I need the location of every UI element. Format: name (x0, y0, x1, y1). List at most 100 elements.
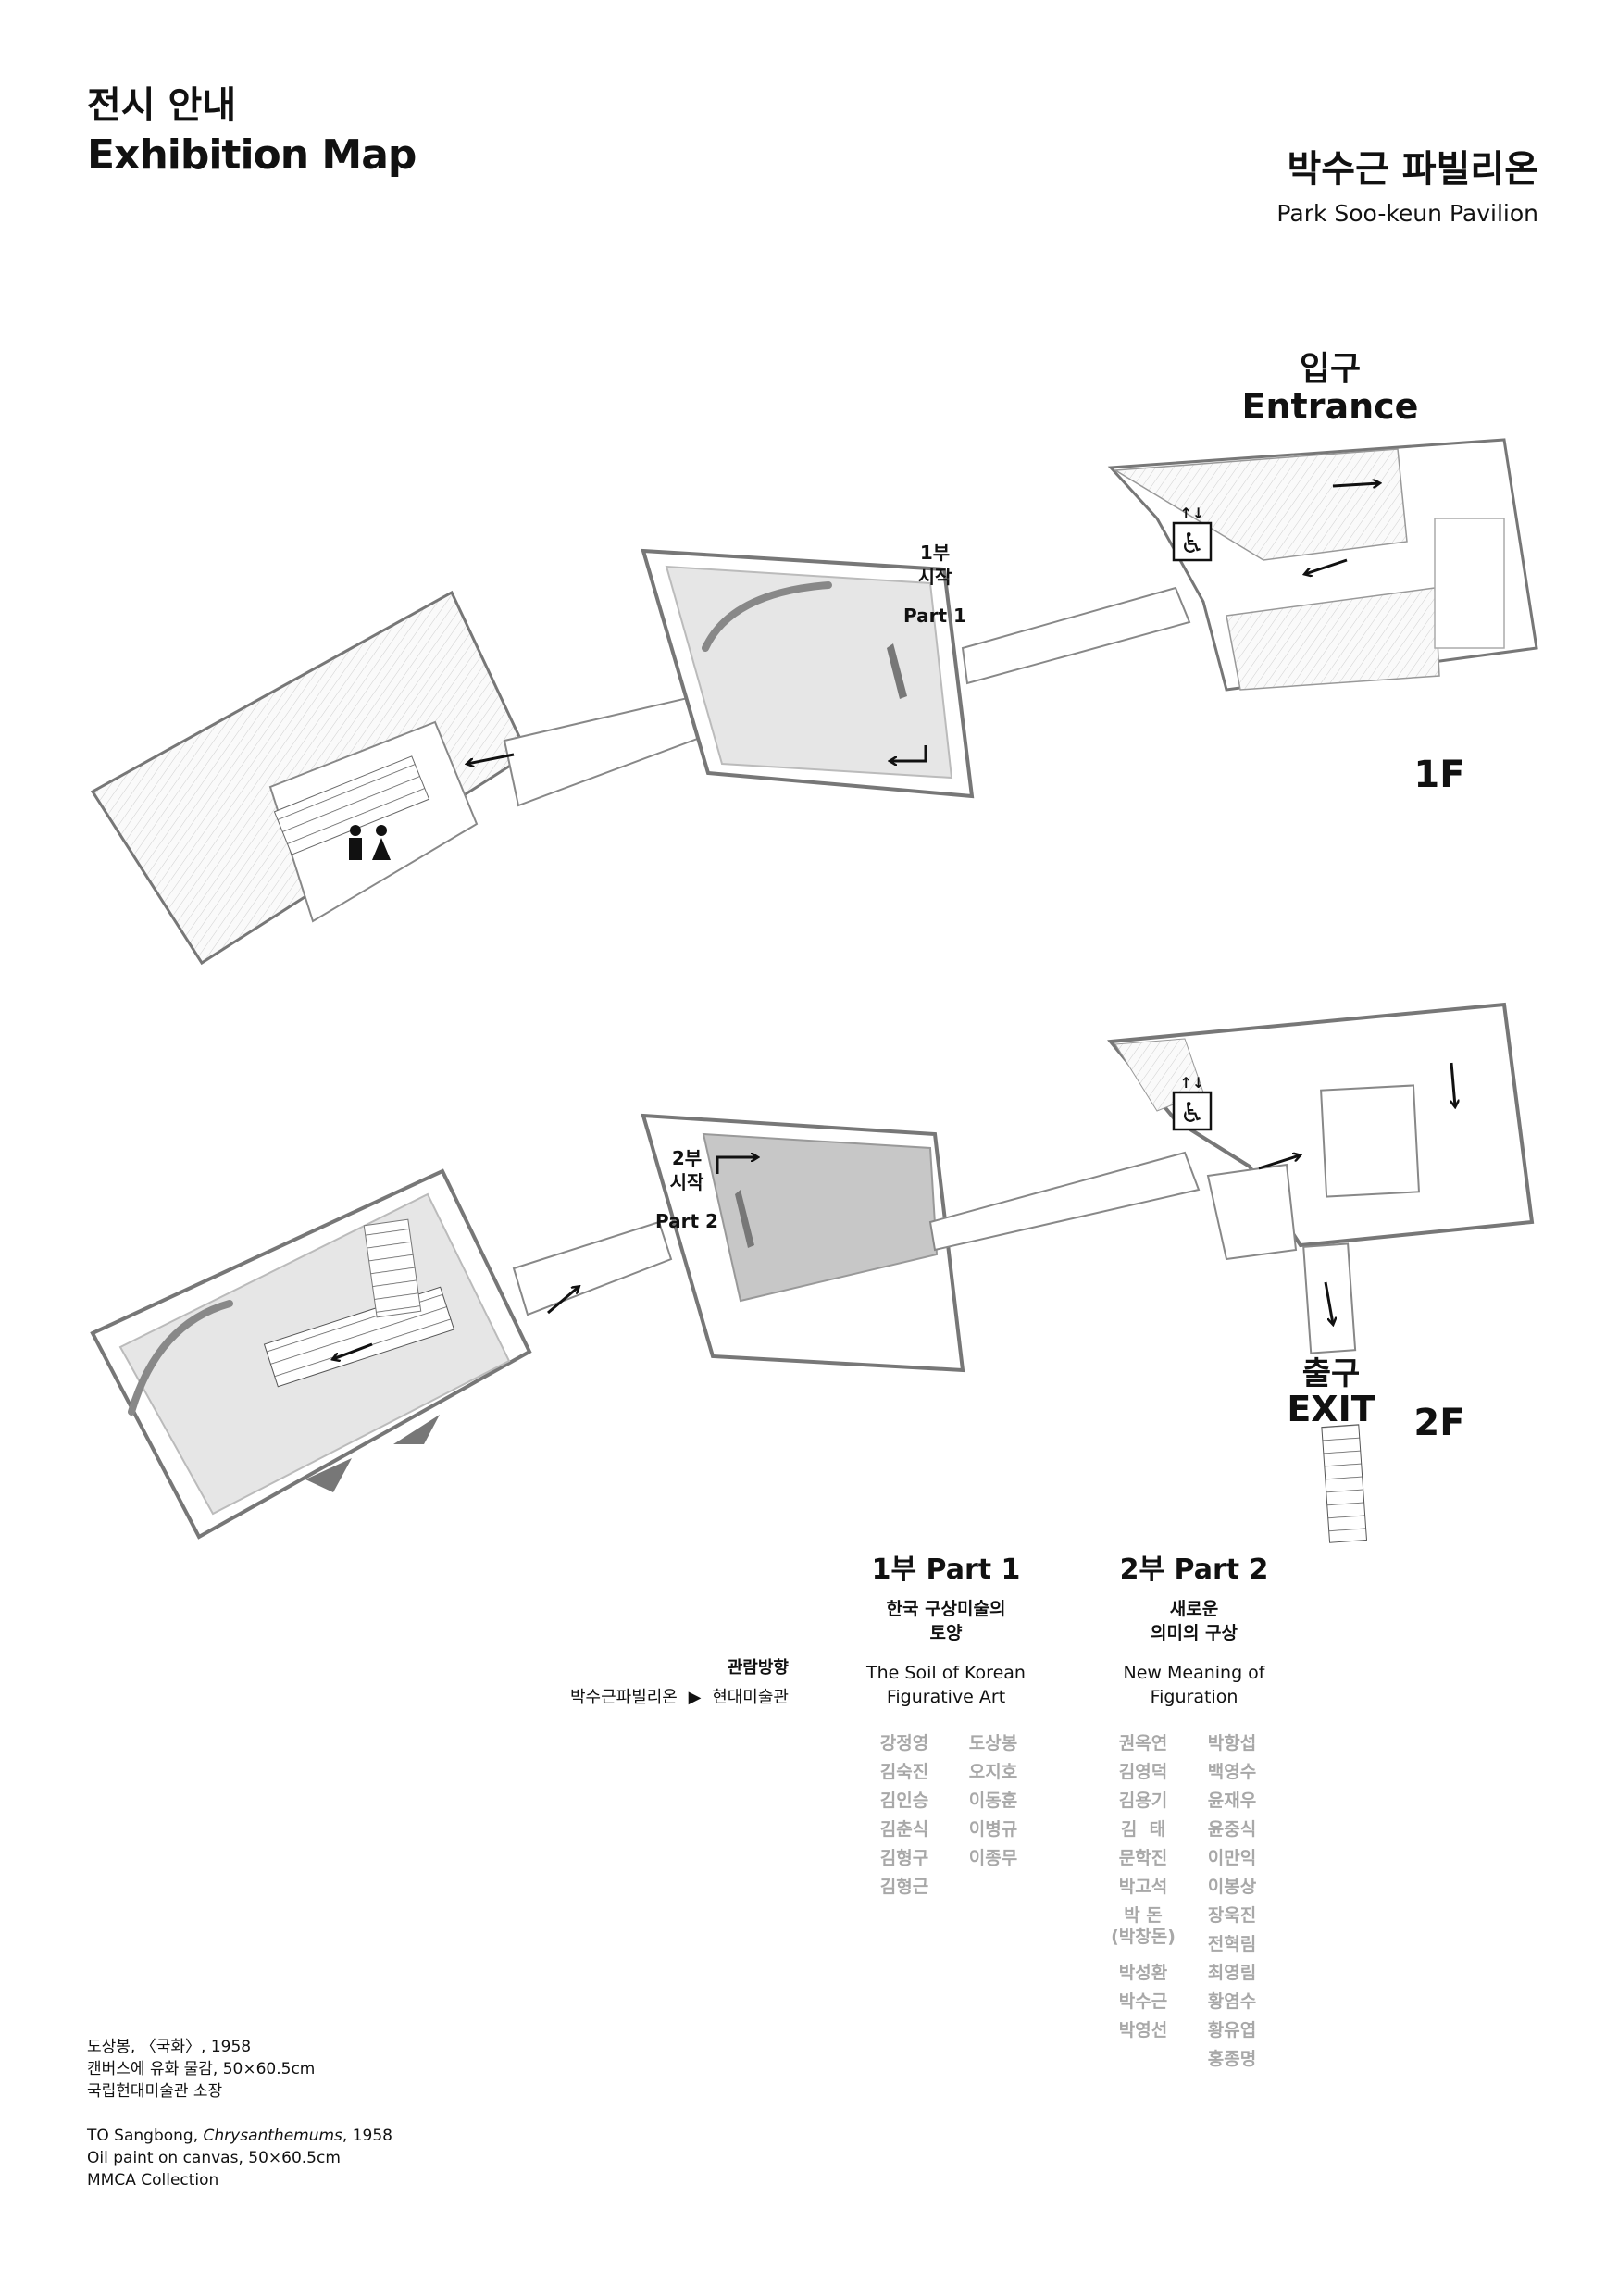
exit-label-korean: 출구 (1302, 1355, 1361, 1392)
entrance-hatch-bottom (1226, 587, 1440, 691)
partition-1f (887, 643, 907, 699)
credit-en-line-1: TO Sangbong, Chrysanthemums, 1958 (87, 2126, 392, 2148)
credit-ko-line-3: 국립현대미술관 소장 (87, 2081, 223, 2101)
artwork-credit-english: TO Sangbong, Chrysanthemums, 1958 Oil pa… (87, 2126, 392, 2191)
pavilion-name-english: Park Soo-keun Pavilion (1276, 200, 1538, 227)
list-item: 김인승 (879, 1791, 929, 1811)
viewing-direction-route: 박수근파빌리온 ▶ 현대미술관 (570, 1683, 789, 1713)
list-item: 도상봉 (968, 1733, 1018, 1753)
list-item: 이만익 (1207, 1848, 1257, 1868)
list-item: 김용기 (1118, 1791, 1168, 1811)
entrance-room-1f (1434, 518, 1505, 649)
legend-part1: 1부 Part 1 한국 구상미술의 토양 The Soil of Korean… (844, 1546, 1048, 1710)
direction-to: 현대미술관 (712, 1687, 789, 1707)
list-item: 김춘식 (879, 1819, 929, 1840)
svg-text:♿: ♿ (1180, 528, 1205, 560)
direction-from: 박수근파빌리온 (569, 1687, 678, 1707)
stair-block-2f (1206, 1163, 1298, 1261)
list-item: 최영림 (1207, 1963, 1257, 1983)
wheelchair-icon: ♿ (1172, 1091, 1213, 1131)
part1-start-label-english: Part 1 (903, 605, 966, 627)
exit-stairs (1321, 1424, 1368, 1543)
list-item: 오지호 (968, 1762, 1018, 1782)
credit-ko-line-1: 도상봉, 〈국화〉, 1958 (87, 2038, 252, 2056)
arrow-icon (1258, 1155, 1300, 1170)
list-item: 박고석 (1118, 1877, 1168, 1897)
arrow-icon (1324, 1281, 1333, 1324)
part2-start-label-2: 시작 (670, 1171, 704, 1193)
part1-artist-list: 강정영 김숙진 김인승 김춘식 김형구 김형근 도상봉 오지호 이동훈 이병규 … (863, 1733, 1048, 1918)
artwork-credit-korean: 도상봉, 〈국화〉, 1958 캔버스에 유화 물감, 50×60.5cm 국립… (87, 2037, 315, 2103)
part1-start-label-2: 시작 (918, 566, 952, 588)
list-item: 김형근 (879, 1877, 929, 1897)
entrance-hatch-top (1113, 448, 1408, 561)
wheelchair-icon: ♿ (1172, 521, 1213, 562)
entrance-label-english: Entrance (1242, 386, 1419, 427)
list-item: 김숙진 (879, 1762, 929, 1782)
viewing-direction: 관람방향 박수근파빌리온 ▶ 현대미술관 (570, 1653, 789, 1712)
list-item: 황유엽 (1207, 2020, 1257, 2040)
direction-arrow-icon: ▶ (688, 1687, 702, 1707)
corridor-2f-right (928, 1151, 1201, 1252)
curved-wall-1f (702, 581, 832, 652)
partition-2f (735, 1190, 754, 1248)
wedge-2f-1 (305, 1458, 352, 1492)
list-item: 홍종명 (1207, 2049, 1257, 2069)
list-item: 이봉상 (1207, 1877, 1257, 1897)
list-item: 이동훈 (968, 1791, 1018, 1811)
list-item: 윤재우 (1207, 1791, 1257, 1811)
list-item: 박수근 (1118, 1991, 1168, 2012)
viewing-direction-label: 관람방향 (727, 1658, 789, 1678)
svg-text:♿: ♿ (1180, 1097, 1205, 1129)
list-item: 김 태 (1120, 1819, 1166, 1840)
entrance-label-korean: 입구 (1300, 350, 1361, 388)
credit-en-line-2: Oil paint on canvas, 50×60.5cm (87, 2148, 341, 2167)
list-item: 이종무 (968, 1848, 1018, 1868)
part1-title-korean: 한국 구상미술의 토양 (886, 1599, 1006, 1643)
credit-ko-line-2: 캔버스에 유화 물감, 50×60.5cm (87, 2059, 316, 2078)
arrow-icon (1451, 1062, 1455, 1106)
list-item: 윤중식 (1207, 1819, 1257, 1840)
part2-heading: 2부 Part 2 (1119, 1554, 1269, 1586)
part2-start-label-english: Part 2 (655, 1210, 718, 1232)
stair-2f-upper (363, 1218, 422, 1318)
list-item: 김영덕 (1118, 1762, 1168, 1782)
part1-start-label-1: 1부 (920, 542, 950, 564)
elevator-arrows-1f: ↑↓ (1180, 505, 1205, 522)
exit-label-english: EXIT (1287, 1389, 1375, 1429)
part2-title-english: New Meaning of Figuration (1123, 1663, 1265, 1707)
wedge-2f-2 (393, 1415, 440, 1444)
floor-1-plan (90, 438, 1538, 966)
floor-2-label: 2F (1413, 1402, 1464, 1444)
part1-title-english: The Soil of Korean Figurative Art (866, 1663, 1026, 1707)
legend-part2: 2부 Part 2 새로운 의미의 구상 New Meaning of Figu… (1092, 1546, 1296, 1710)
turn-arrow-icon (890, 745, 927, 761)
gallery-1f-main-inner (665, 565, 953, 780)
part2-artist-list: 권옥연 김영덕 김용기 김 태 문학진 박고석 박 돈 (박창돈) 박성환 박수… (1101, 1733, 1287, 2085)
turn-arrow-icon (716, 1157, 757, 1174)
credit-en-title: Chrysanthemums (203, 2127, 342, 2145)
list-item: 박항섭 (1207, 1733, 1257, 1753)
elevator-arrows-2f: ↑↓ (1180, 1074, 1205, 1092)
corridor-1f-right (961, 586, 1191, 685)
list-item: 권옥연 (1118, 1733, 1168, 1753)
page-title-korean: 전시 안내 (87, 84, 237, 127)
part2-title-korean: 새로운 의미의 구상 (1150, 1599, 1238, 1643)
credit-en-line-3: MMCA Collection (87, 2170, 219, 2190)
list-item: 박 돈 (박창돈) (1111, 1905, 1176, 1947)
floor-1-label: 1F (1413, 754, 1464, 796)
list-item: 문학진 (1118, 1848, 1168, 1868)
pavilion-name-korean: 박수근 파빌리온 (1287, 148, 1538, 191)
part1-heading: 1부 Part 1 (871, 1554, 1021, 1586)
void-2f (1320, 1084, 1421, 1198)
list-item: 강정영 (879, 1733, 929, 1753)
list-item: 이병규 (968, 1819, 1018, 1840)
credit-en-artist: TO Sangbong, (87, 2127, 204, 2145)
arrow-icon (547, 1287, 579, 1315)
curved-wall-2f (128, 1300, 233, 1416)
list-item: 박영선 (1118, 2020, 1168, 2040)
list-item: 황염수 (1207, 1991, 1257, 2012)
arrow-icon (333, 1342, 373, 1359)
credit-en-year: , 1958 (342, 2127, 392, 2145)
